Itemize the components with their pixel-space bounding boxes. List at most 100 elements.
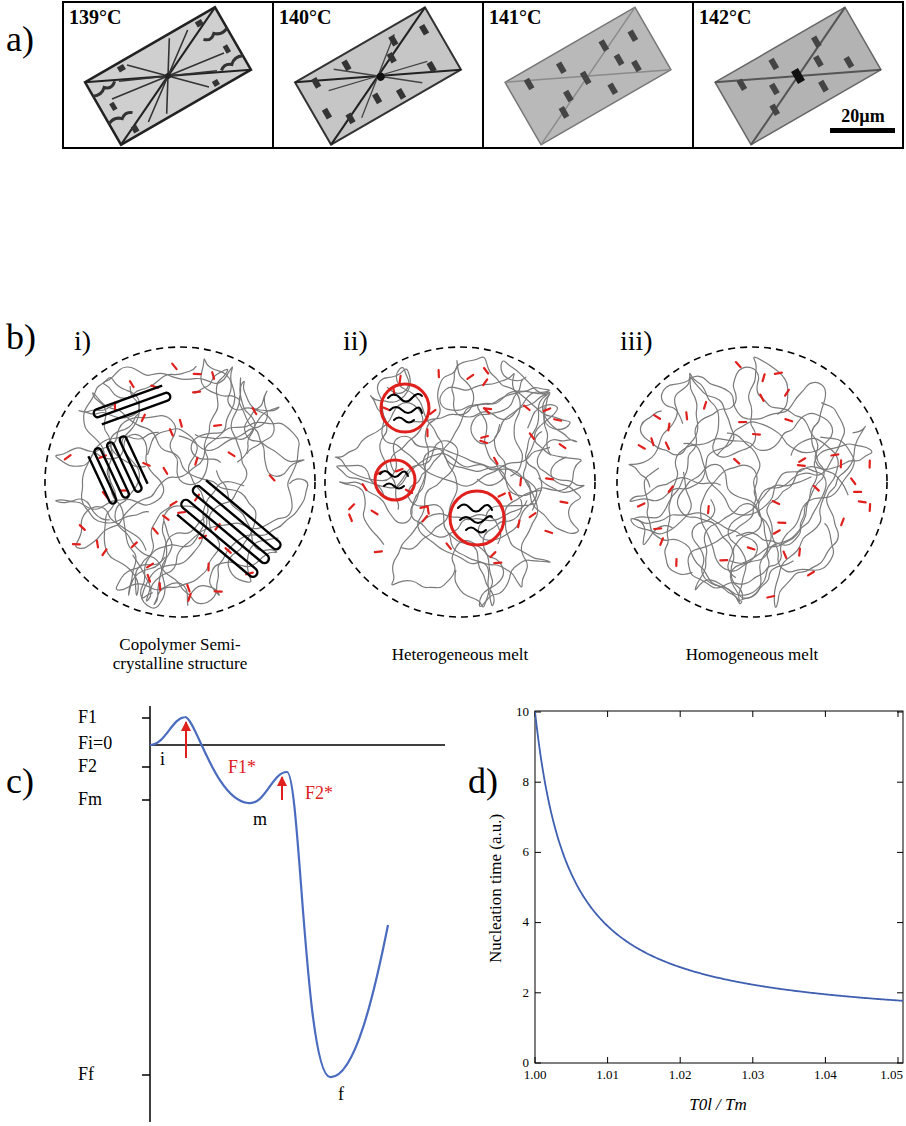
axis-tick (752, 711, 753, 717)
energy-level: Fm (78, 790, 102, 810)
scale-label: 20µm (841, 107, 884, 127)
comonomer-mark (734, 459, 739, 464)
comonomer-mark (481, 436, 488, 438)
comonomer-mark (428, 507, 429, 514)
comonomer-mark (97, 541, 98, 548)
tick-label: 1.05 (880, 1068, 903, 1082)
folded-lamella (174, 477, 283, 578)
chain-illustration (45, 347, 887, 617)
comonomer-mark (859, 501, 866, 502)
energy-level: F1 (78, 708, 97, 728)
comonomer-mark (784, 552, 787, 558)
comonomer-mark (363, 484, 367, 490)
temperature-label: 139°C (69, 6, 121, 28)
polymer-chain (683, 443, 871, 563)
axis-tick (680, 1057, 681, 1063)
tick-label: 1.03 (741, 1068, 764, 1082)
comonomer-mark (438, 370, 440, 377)
comonomer-mark (760, 395, 763, 401)
polymer-chain (76, 359, 240, 551)
axis-tick (535, 782, 541, 783)
axis-tick (535, 922, 541, 923)
comonomer-mark (194, 373, 201, 375)
energy-level: Ff (78, 1065, 94, 1085)
polymer-chain (665, 413, 833, 574)
comonomer-mark (215, 590, 222, 592)
comonomer-mark (253, 408, 257, 414)
comonomer-mark (494, 458, 497, 464)
comonomer-mark (494, 561, 501, 564)
axis-tick (535, 852, 541, 853)
polymer-chain (397, 432, 542, 588)
comonomer-mark (172, 364, 176, 370)
comonomer-mark (774, 530, 780, 533)
polymer-chain (335, 403, 457, 549)
comonomer-mark (546, 477, 553, 480)
comonomer-mark (171, 502, 177, 506)
barrier-label: F1* (228, 758, 256, 778)
comonomer-mark (187, 585, 189, 592)
comonomer-mark (423, 516, 428, 521)
polymer-chain (79, 378, 166, 596)
caption: Copolymer Semi-crystalline structure (87, 636, 273, 673)
scale-bar (830, 128, 895, 133)
caption: Homogeneous melt (686, 646, 819, 665)
comonomer-mark (132, 542, 137, 547)
axis-tick (897, 922, 903, 923)
panel-label: d) (468, 762, 498, 802)
comonomer-mark (180, 420, 182, 427)
axis-tick (752, 1057, 753, 1063)
comonomer-mark (383, 408, 390, 411)
comonomer-mark (748, 547, 755, 549)
comonomer-mark (808, 572, 814, 576)
comonomer-mark (560, 444, 566, 448)
comonomer-mark (421, 506, 428, 508)
temperature-label: 140°C (279, 6, 331, 28)
tick-label: 1.01 (596, 1068, 619, 1082)
folded-lamella (87, 435, 149, 504)
comonomer-mark (372, 511, 378, 515)
comonomer-mark (798, 464, 805, 467)
tick-label: 8 (523, 775, 530, 789)
comonomer-mark (426, 429, 428, 436)
nucleation-plot (535, 711, 903, 1063)
axis-tick (680, 711, 681, 717)
comonomer-mark (483, 379, 487, 385)
polymer-chain (440, 374, 550, 486)
comonomer-mark (142, 415, 145, 421)
comonomer-mark (153, 528, 158, 533)
panel-frame (63, 2, 903, 148)
comonomer-mark (103, 549, 107, 555)
comonomer-mark (518, 520, 519, 527)
comonomer-mark (480, 441, 487, 443)
comonomer-mark (841, 519, 844, 526)
subpanel-label: i) (74, 326, 91, 357)
comonomer-mark (195, 458, 197, 465)
comonomer-mark (143, 463, 149, 466)
comonomer-mark (831, 454, 838, 455)
comonomer-mark (707, 506, 710, 513)
polymer-chain (337, 454, 581, 534)
polymer-chain (195, 378, 304, 477)
tick-label: 6 (523, 845, 530, 859)
axis-tick (897, 852, 903, 853)
temperature-label: 142°C (699, 6, 751, 28)
comonomer-mark (660, 538, 663, 545)
polymer-chain (115, 386, 308, 604)
comonomer-mark (80, 525, 85, 530)
comonomer-mark (651, 438, 653, 445)
tick-label: 2 (523, 986, 530, 1000)
axis-tick (607, 1057, 608, 1063)
state-label: i (160, 750, 165, 770)
micrograph-frame: 139°C (63, 2, 273, 148)
comonomer-mark (799, 458, 805, 462)
polymer-chain (471, 361, 584, 492)
axis-title: T0l / Tm (689, 1096, 747, 1115)
comonomer-mark (400, 376, 401, 383)
tick-label: 1.02 (669, 1068, 692, 1082)
comonomer-mark (524, 406, 530, 410)
tick-label: 10 (516, 705, 529, 719)
subpanel-label: ii) (343, 326, 368, 357)
